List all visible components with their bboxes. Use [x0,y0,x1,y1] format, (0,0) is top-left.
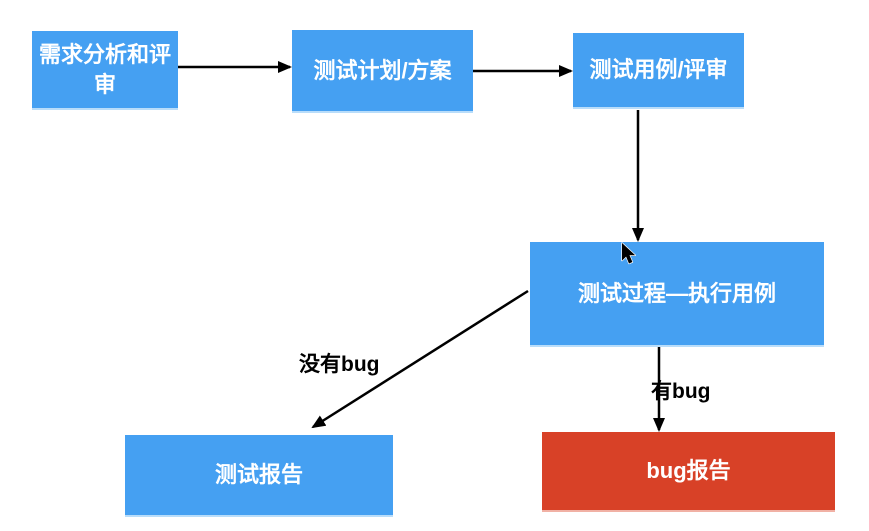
node-label: 测试报告 [214,462,303,488]
node-label: 测试用例/评审 [589,57,728,83]
node-label: 测试过程—执行用例 [577,280,776,306]
node-label: 测试计划/方案 [313,57,452,83]
node-bug-report[interactable]: bug报告 [542,432,835,512]
node-requirements-analysis-review[interactable]: 需求分析和评审 [32,31,178,110]
node-test-execution[interactable]: 测试过程—执行用例 [530,242,824,347]
node-test-cases-review[interactable]: 测试用例/评审 [573,33,744,109]
edge-label-has-bug: 有bug [651,380,711,403]
node-test-report[interactable]: 测试报告 [125,435,393,517]
edge-label-no-bug: 没有bug [299,353,380,376]
node-label: bug报告 [646,458,731,484]
node-label: 需求分析和评审 [38,42,171,97]
node-test-plan[interactable]: 测试计划/方案 [292,30,473,113]
